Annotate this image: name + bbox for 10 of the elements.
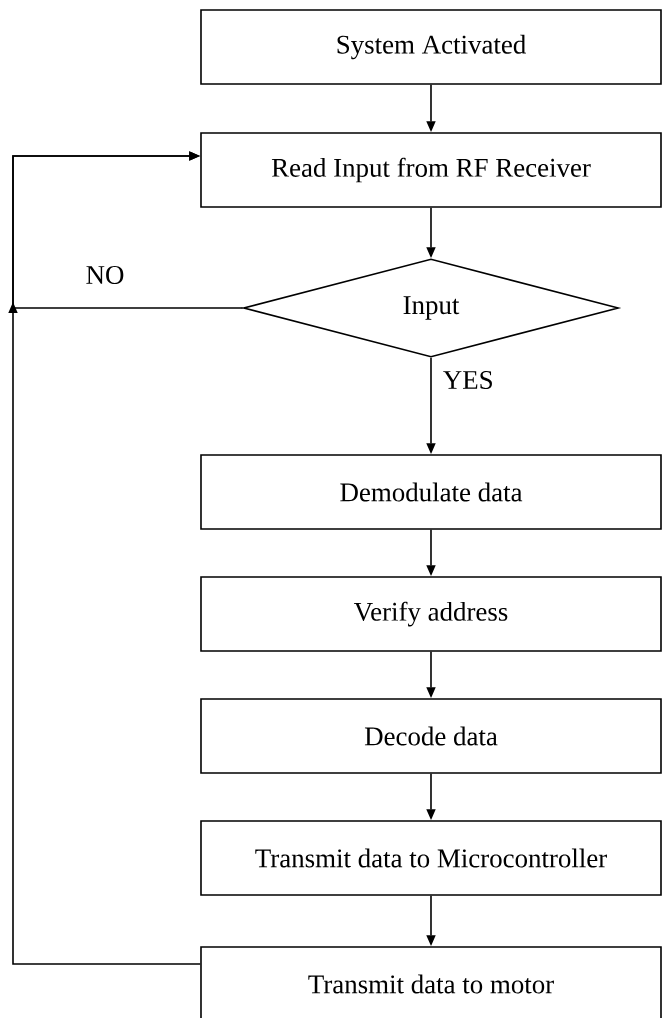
process-box: Transmit data to motor xyxy=(200,946,662,1018)
process-box: Verify address xyxy=(200,576,662,652)
process-box: Decode data xyxy=(200,698,662,774)
process-box: Transmit data to Microcontroller xyxy=(200,820,662,896)
process-box: System Activated xyxy=(200,9,662,85)
edge-label: NO xyxy=(84,264,126,286)
process-box: Read Input from RF Receiver xyxy=(200,132,662,208)
process-box: Demodulate data xyxy=(200,454,662,530)
arrow xyxy=(8,151,201,965)
edge-label: YES xyxy=(441,369,495,391)
